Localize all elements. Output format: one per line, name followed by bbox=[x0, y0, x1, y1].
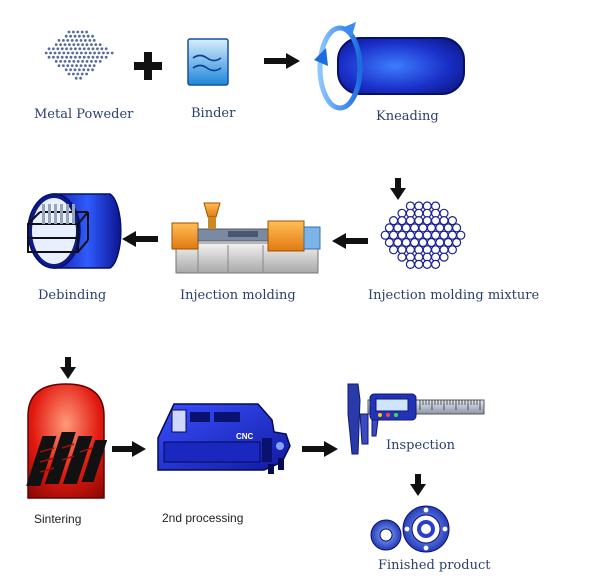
label-metal-powder: Metal Poweder bbox=[34, 107, 134, 122]
injection-mixture-icon bbox=[380, 201, 466, 270]
label-debinding: Debinding bbox=[38, 288, 107, 303]
arrow-down-icon-2 bbox=[60, 357, 76, 379]
label-injection-molding: Injection molding bbox=[180, 288, 296, 303]
cnc-badge: CNC bbox=[236, 432, 254, 441]
label-injection-mixture: Injection molding mixture bbox=[368, 288, 540, 303]
arrow-left-icon bbox=[332, 233, 368, 249]
arrow-down-icon-3 bbox=[410, 474, 426, 496]
arrow-down-icon bbox=[390, 178, 406, 200]
kneading-icon bbox=[314, 22, 465, 111]
finished-product-icon bbox=[370, 505, 450, 553]
label-inspection: Inspection bbox=[386, 438, 456, 453]
label-finished-product: Finished product bbox=[378, 558, 491, 573]
arrow-right-icon bbox=[264, 53, 300, 69]
sintering-icon bbox=[26, 383, 108, 499]
caliper-icon bbox=[347, 383, 485, 455]
metal-powder-icon bbox=[44, 30, 114, 80]
plus-icon bbox=[134, 52, 162, 80]
label-second-processing: 2nd processing bbox=[162, 511, 244, 525]
injection-machine-icon bbox=[171, 202, 321, 274]
debinding-icon bbox=[27, 193, 122, 269]
label-binder: Binder bbox=[191, 106, 236, 121]
cnc-machine-icon bbox=[157, 403, 291, 474]
arrow-right-icon-2 bbox=[112, 441, 146, 457]
label-kneading: Kneading bbox=[376, 109, 439, 124]
arrow-right-icon-3 bbox=[302, 441, 338, 457]
label-sintering: Sintering bbox=[34, 512, 82, 526]
binder-icon bbox=[187, 38, 229, 86]
arrow-left-icon-2 bbox=[122, 231, 158, 247]
